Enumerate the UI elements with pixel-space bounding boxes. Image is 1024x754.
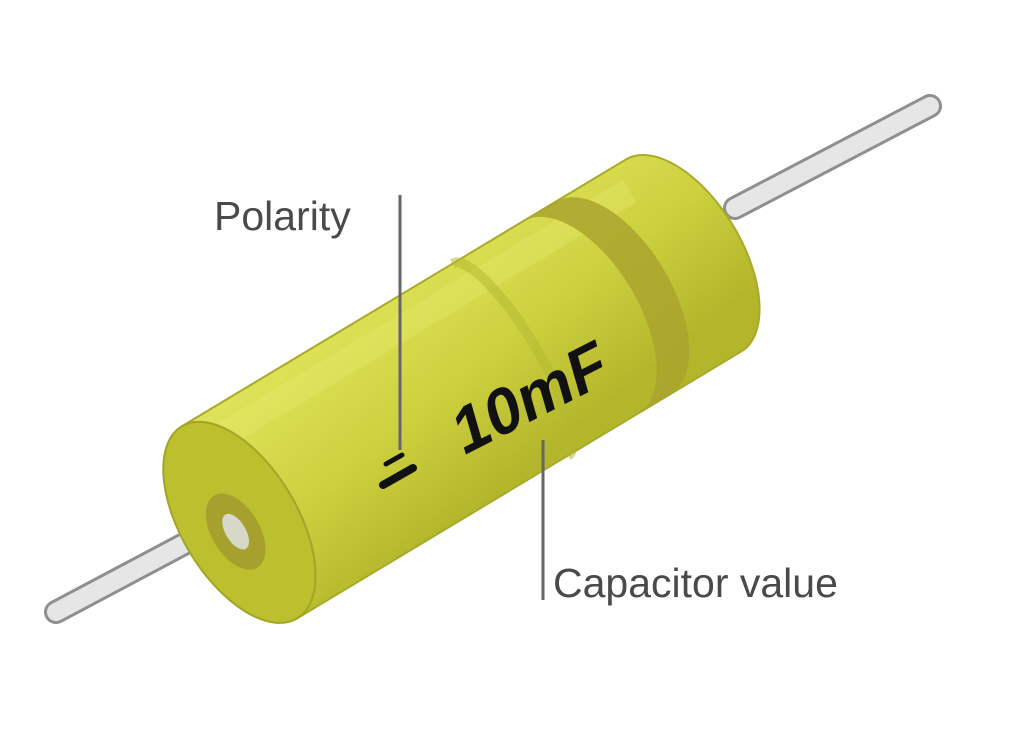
end-cap [162, 420, 317, 624]
capacitor-value-label: Capacitor value [553, 560, 838, 606]
capacitor-body [162, 154, 761, 624]
polarity-label: Polarity [214, 193, 351, 239]
right-lead [723, 94, 942, 220]
body-band [522, 197, 690, 414]
polarity-mark [379, 452, 417, 489]
